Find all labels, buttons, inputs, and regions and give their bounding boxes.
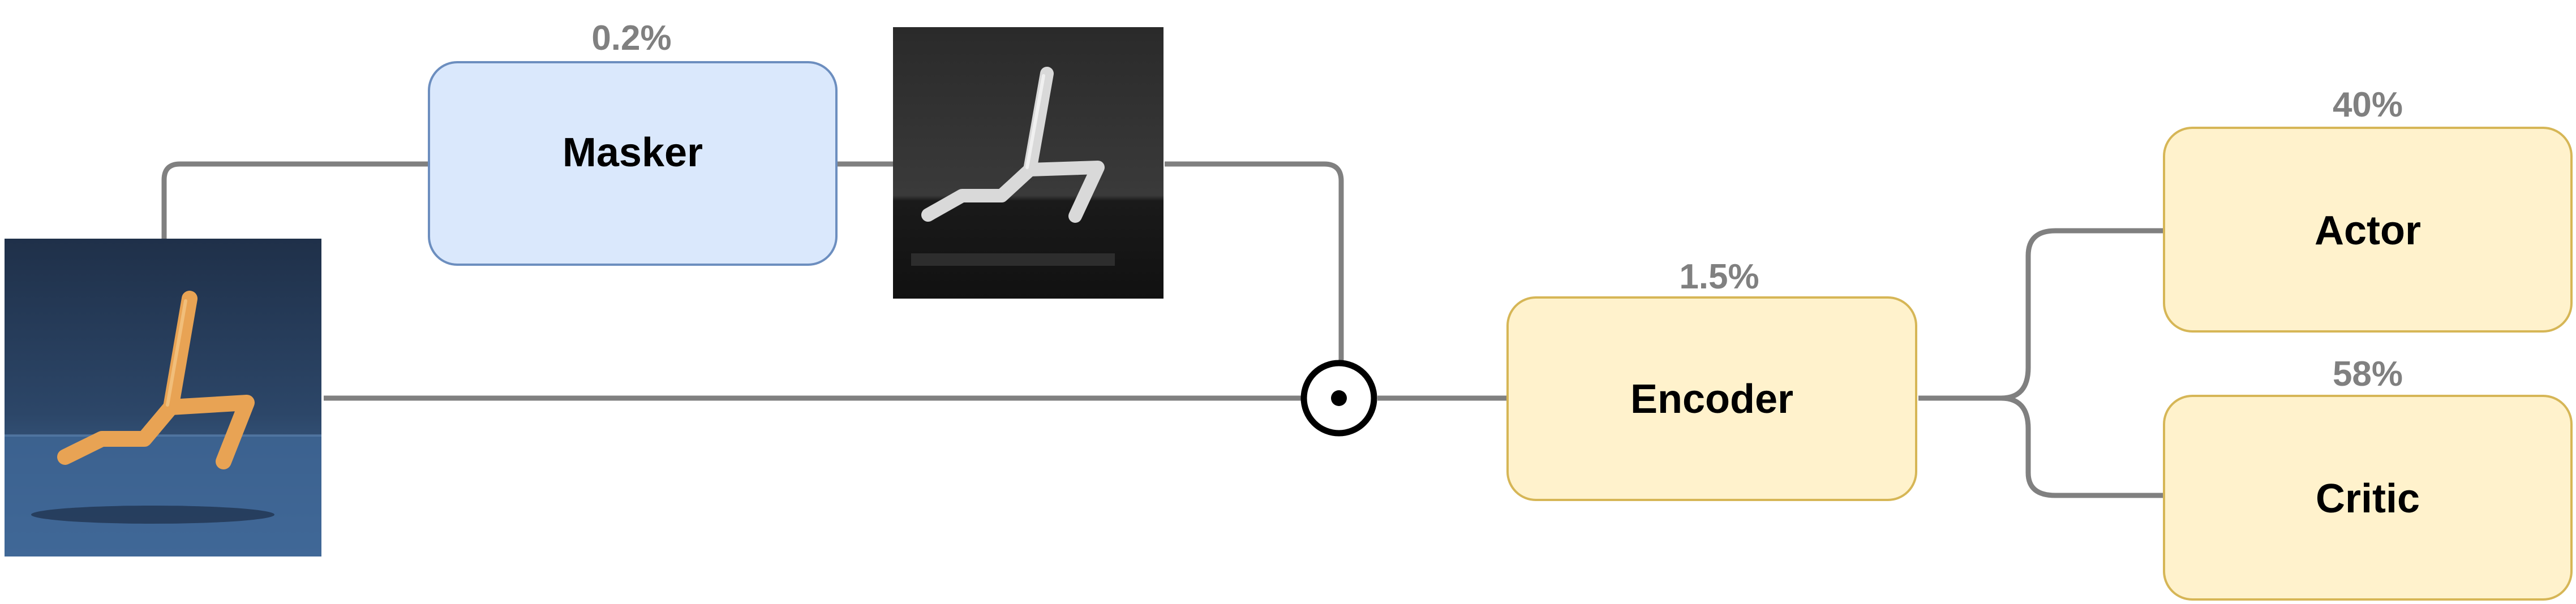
element-wise-product-icon (1300, 360, 1377, 437)
actor-label: Actor (2315, 208, 2421, 253)
input-observation-image (5, 239, 321, 556)
critic-block: Critic (2163, 395, 2573, 601)
masked-observation-image (893, 27, 1164, 299)
arrow-input-to-masker (161, 161, 431, 239)
encoder-percent: 1.5% (1679, 257, 1759, 296)
masker-percent: 0.2% (591, 19, 671, 58)
masker-block: Masker (428, 61, 838, 266)
arrow-encoder-to-actor (1918, 228, 2163, 401)
critic-label: Critic (2316, 476, 2420, 521)
encoder-label: Encoder (1630, 377, 1793, 422)
actor-block: Actor (2163, 127, 2573, 333)
arrow-mask-to-product (1165, 161, 1344, 363)
masker-label: Masker (563, 130, 703, 175)
encoder-block: Encoder (1506, 296, 1917, 501)
actor-percent: 40% (2333, 85, 2403, 124)
critic-percent: 58% (2333, 355, 2403, 394)
arrow-encoder-to-critic (2000, 395, 2163, 498)
